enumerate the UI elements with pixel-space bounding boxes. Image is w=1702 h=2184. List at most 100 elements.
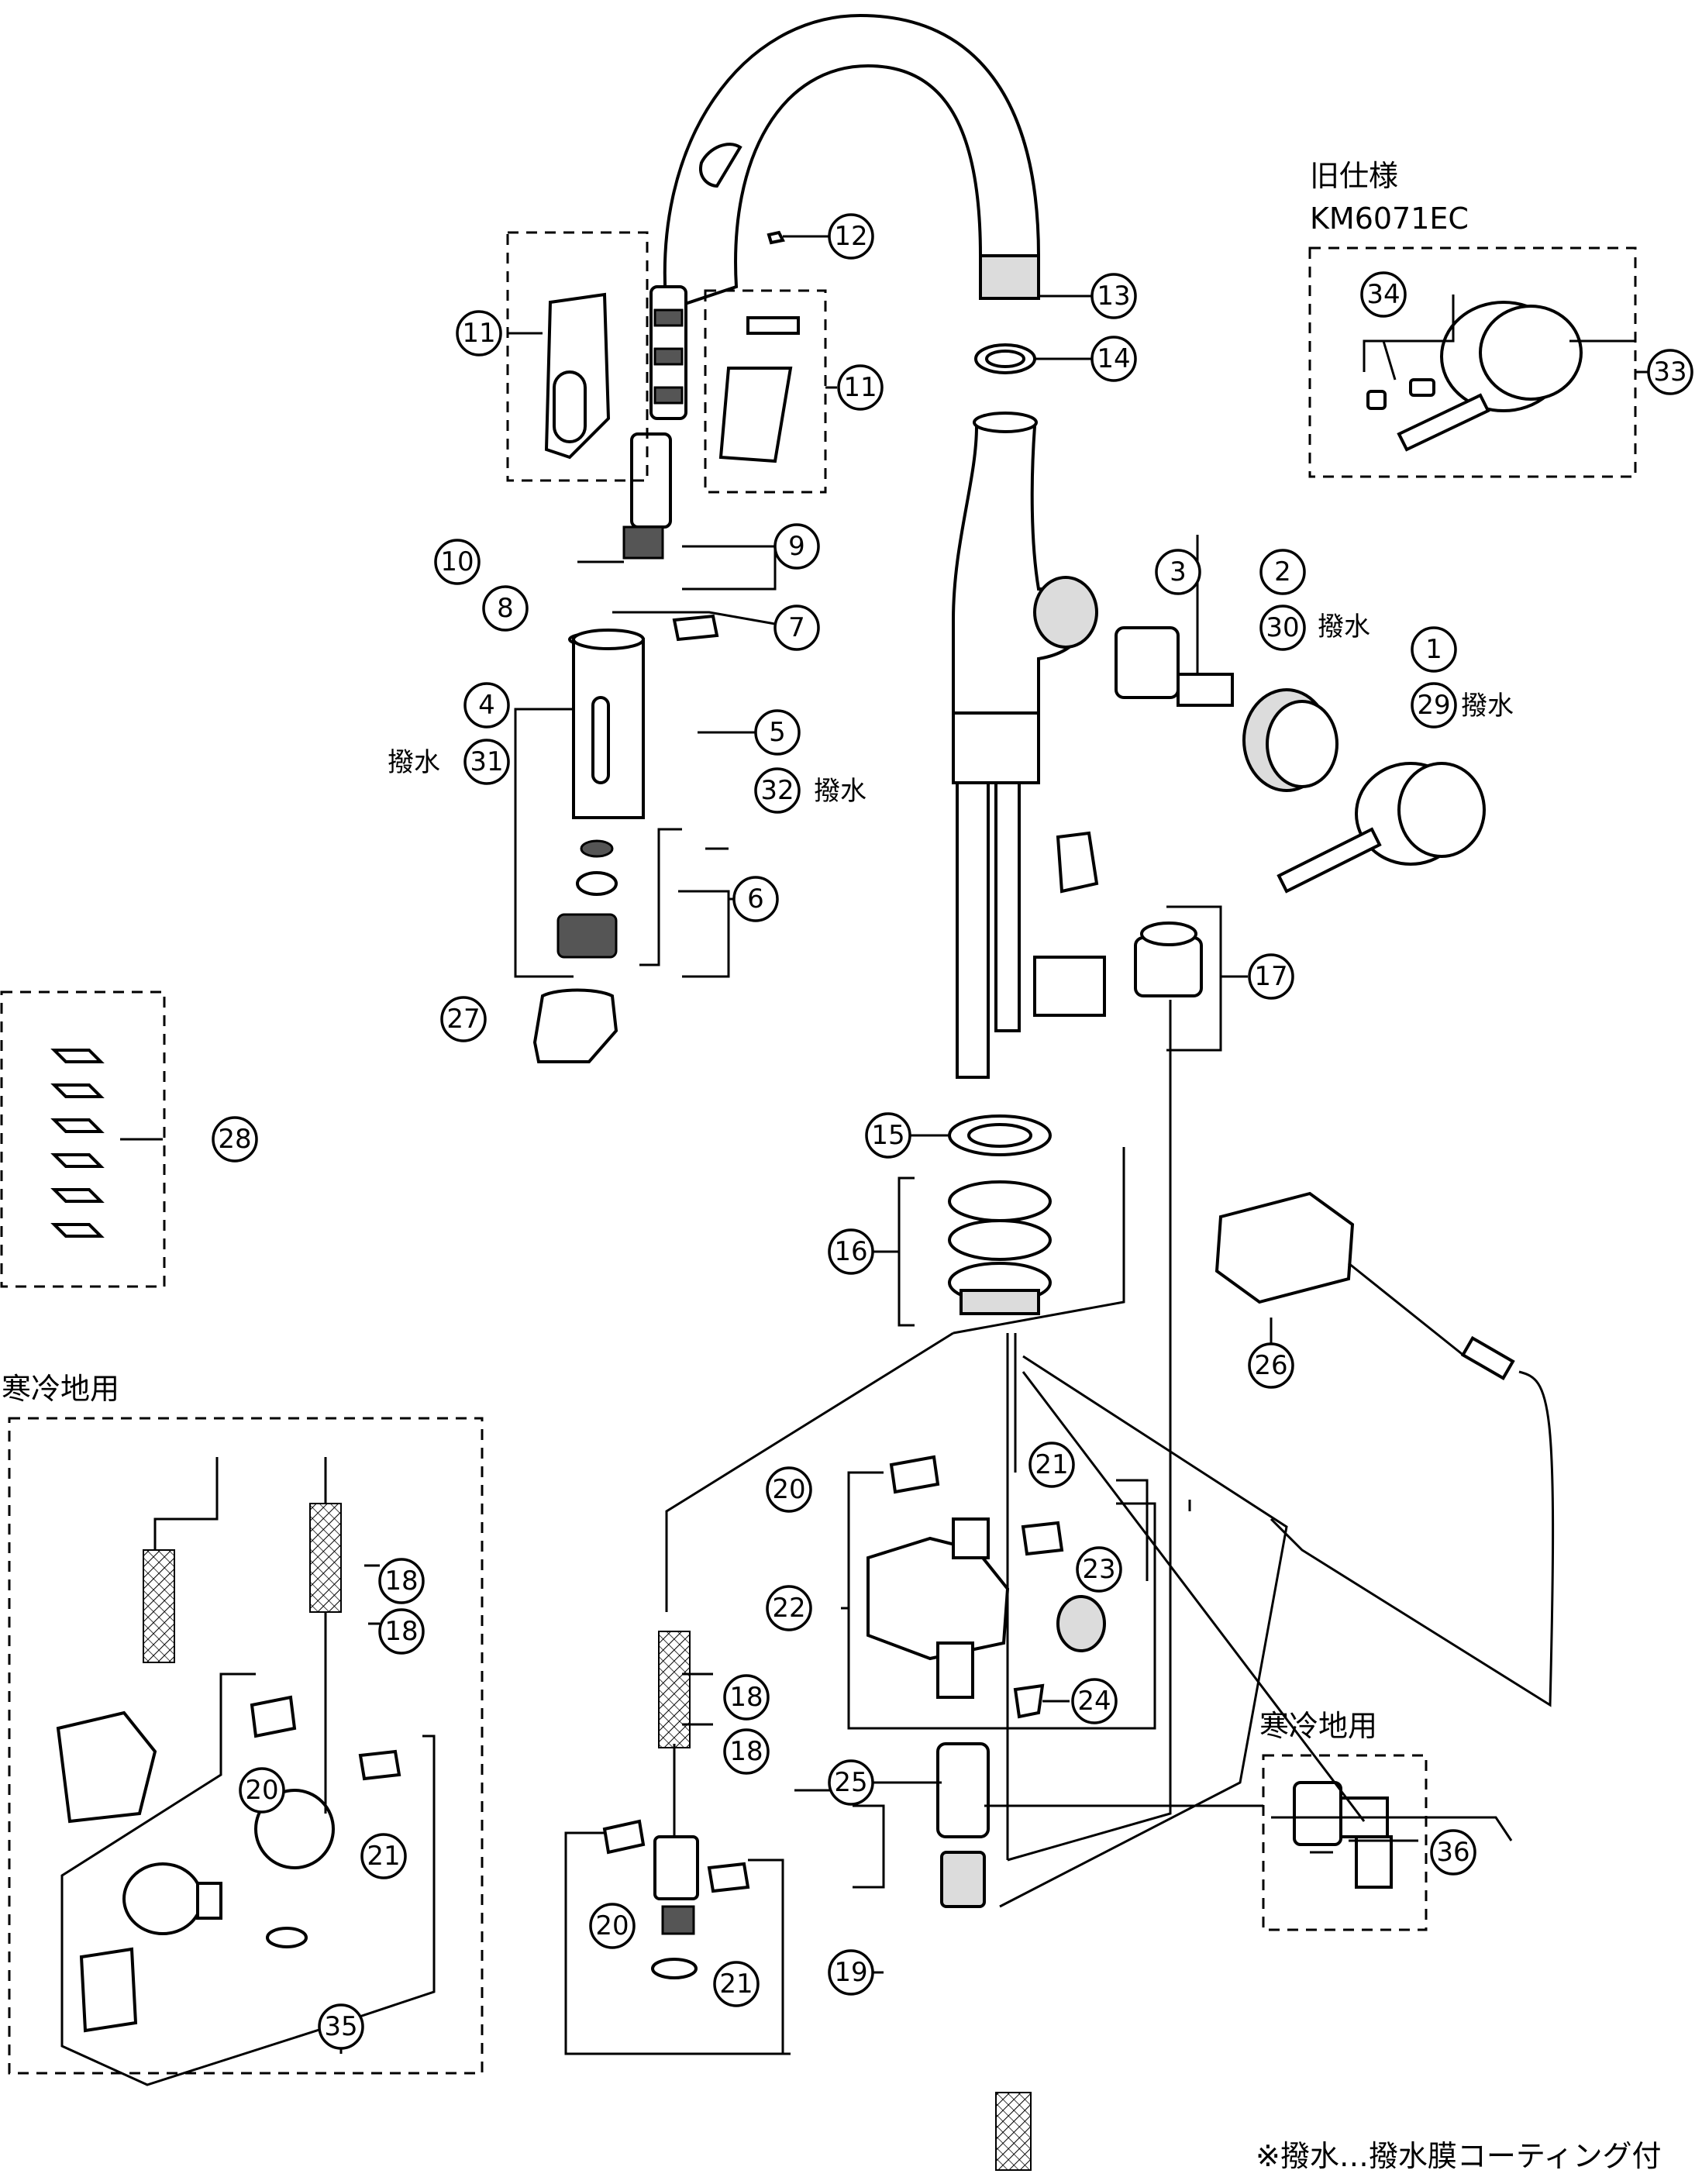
balloon-18-left-b: 18: [378, 1608, 425, 1655]
svg-text:16: 16: [834, 1236, 867, 1267]
svg-text:20: 20: [595, 1910, 629, 1941]
old-spec-title: 旧仕様: [1310, 159, 1398, 193]
svg-text:20: 20: [245, 1775, 278, 1806]
balloon-21-left: 21: [360, 1833, 407, 1879]
old-spec-model: KM6071EC: [1310, 202, 1469, 236]
cartridge-3: [1115, 626, 1234, 707]
balloon-34: 34: [1360, 271, 1407, 318]
svg-text:10: 10: [440, 546, 474, 577]
spout: [663, 13, 1041, 312]
balloon-6: 6: [732, 876, 779, 922]
balloon-32: 32: [754, 767, 801, 814]
balloon-4: 4: [463, 682, 510, 729]
balloon-14: 14: [1090, 336, 1137, 382]
svg-text:18: 18: [729, 1682, 763, 1713]
balloon-18-left-a: 18: [378, 1558, 425, 1604]
clip-17c: [1134, 921, 1203, 997]
svg-text:24: 24: [1077, 1686, 1111, 1717]
balloon-23: 23: [1076, 1546, 1122, 1593]
svg-text:18: 18: [384, 1566, 418, 1597]
svg-text:5: 5: [769, 717, 786, 748]
hose-left-b: [309, 1503, 342, 1613]
svg-text:18: 18: [384, 1616, 418, 1647]
balloon-9: 9: [773, 523, 820, 570]
washer-15: [948, 1114, 1052, 1156]
svg-text:4: 4: [478, 690, 495, 721]
balloon-30: 30: [1259, 605, 1306, 651]
svg-text:7: 7: [788, 612, 805, 643]
balloon-19: 19: [828, 1949, 874, 1996]
clip-17a: [1056, 831, 1099, 894]
svg-text:13: 13: [1097, 281, 1130, 312]
svg-text:11: 11: [462, 318, 495, 349]
supply-hose-bottom: [995, 2092, 1032, 2171]
svg-text:8: 8: [497, 593, 514, 624]
balloon-29: 29: [1411, 682, 1457, 729]
footnote: ※撥水…撥水膜コーティング付: [1256, 2139, 1662, 2173]
balloon-12: 12: [828, 213, 874, 260]
faucet-body: [952, 412, 1098, 1079]
balloon-36: 36: [1430, 1829, 1476, 1876]
balloon-11-right: 11: [837, 364, 884, 411]
label-water-repellent-30: 撥水: [1318, 611, 1370, 642]
svg-text:14: 14: [1097, 343, 1130, 374]
handle-29: [1276, 762, 1486, 894]
balloons: 12 13 14 11 11 10 9 8 7 4 31 5 32 6 27 3…: [212, 213, 1693, 2050]
group-box-28: [0, 990, 166, 1288]
svg-text:11: 11: [843, 372, 877, 403]
svg-text:18: 18: [729, 1736, 763, 1767]
cold-region-right-label: 寒冷地用: [1259, 1709, 1377, 1743]
group-box-cold-left: [8, 1417, 484, 2075]
cold-region-left-label: 寒冷地用: [2, 1372, 119, 1406]
cap-30: [1242, 688, 1339, 792]
cold-region-right-part: [1293, 1781, 1393, 1889]
svg-text:31: 31: [470, 746, 503, 777]
hose-guide-left: [544, 292, 611, 460]
svg-text:32: 32: [760, 775, 794, 806]
old-spec-handle-33: [1397, 301, 1583, 452]
hose-guide-right: [718, 316, 800, 463]
group-box-11-left: [506, 231, 649, 482]
balloon-26: 26: [1248, 1342, 1294, 1389]
svg-text:33: 33: [1653, 357, 1686, 388]
balloon-8: 8: [482, 585, 529, 632]
balloon-17: 17: [1248, 953, 1294, 1000]
balloon-18-mid-b: 18: [723, 1728, 770, 1775]
svg-text:34: 34: [1366, 279, 1400, 310]
balloon-28: 28: [212, 1116, 258, 1163]
balloon-15: 15: [865, 1112, 911, 1159]
balloon-20-left: 20: [239, 1767, 285, 1814]
svg-text:29: 29: [1417, 690, 1450, 721]
nut-14: [974, 343, 1036, 374]
adapter-27: [532, 988, 618, 1063]
svg-text:17: 17: [1254, 961, 1287, 992]
hose-left-a: [143, 1549, 175, 1663]
balloon-35: 35: [318, 2003, 364, 2050]
svg-text:19: 19: [834, 1957, 867, 1988]
svg-text:9: 9: [788, 531, 805, 562]
group-box-old-spec: [1308, 246, 1637, 478]
label-water-repellent-29: 撥水: [1461, 691, 1514, 722]
power-adapter-26: [1214, 1191, 1555, 1707]
cold-region-left-parts: [56, 1695, 401, 2033]
svg-text:23: 23: [1082, 1554, 1115, 1585]
svg-text:25: 25: [834, 1767, 867, 1798]
balloon-27: 27: [440, 996, 487, 1042]
mounting-set-16: [948, 1180, 1052, 1315]
svg-text:15: 15: [871, 1120, 904, 1151]
group-box-11-right: [704, 289, 827, 494]
clip-7: [672, 614, 719, 642]
svg-text:21: 21: [367, 1841, 400, 1872]
balloon-21-mid: 21: [713, 1961, 760, 2007]
balloon-22: 22: [766, 1585, 812, 1631]
svg-text:6: 6: [747, 884, 764, 915]
part-24: [1013, 1683, 1045, 1719]
balloon-31: 31: [463, 739, 510, 785]
svg-text:28: 28: [218, 1124, 251, 1155]
connector-25: [936, 1742, 990, 1908]
svg-text:36: 36: [1436, 1837, 1469, 1868]
svg-text:12: 12: [834, 221, 867, 252]
balloon-5: 5: [754, 709, 801, 756]
svg-text:21: 21: [1035, 1449, 1068, 1480]
spray-head-body: [568, 629, 645, 819]
